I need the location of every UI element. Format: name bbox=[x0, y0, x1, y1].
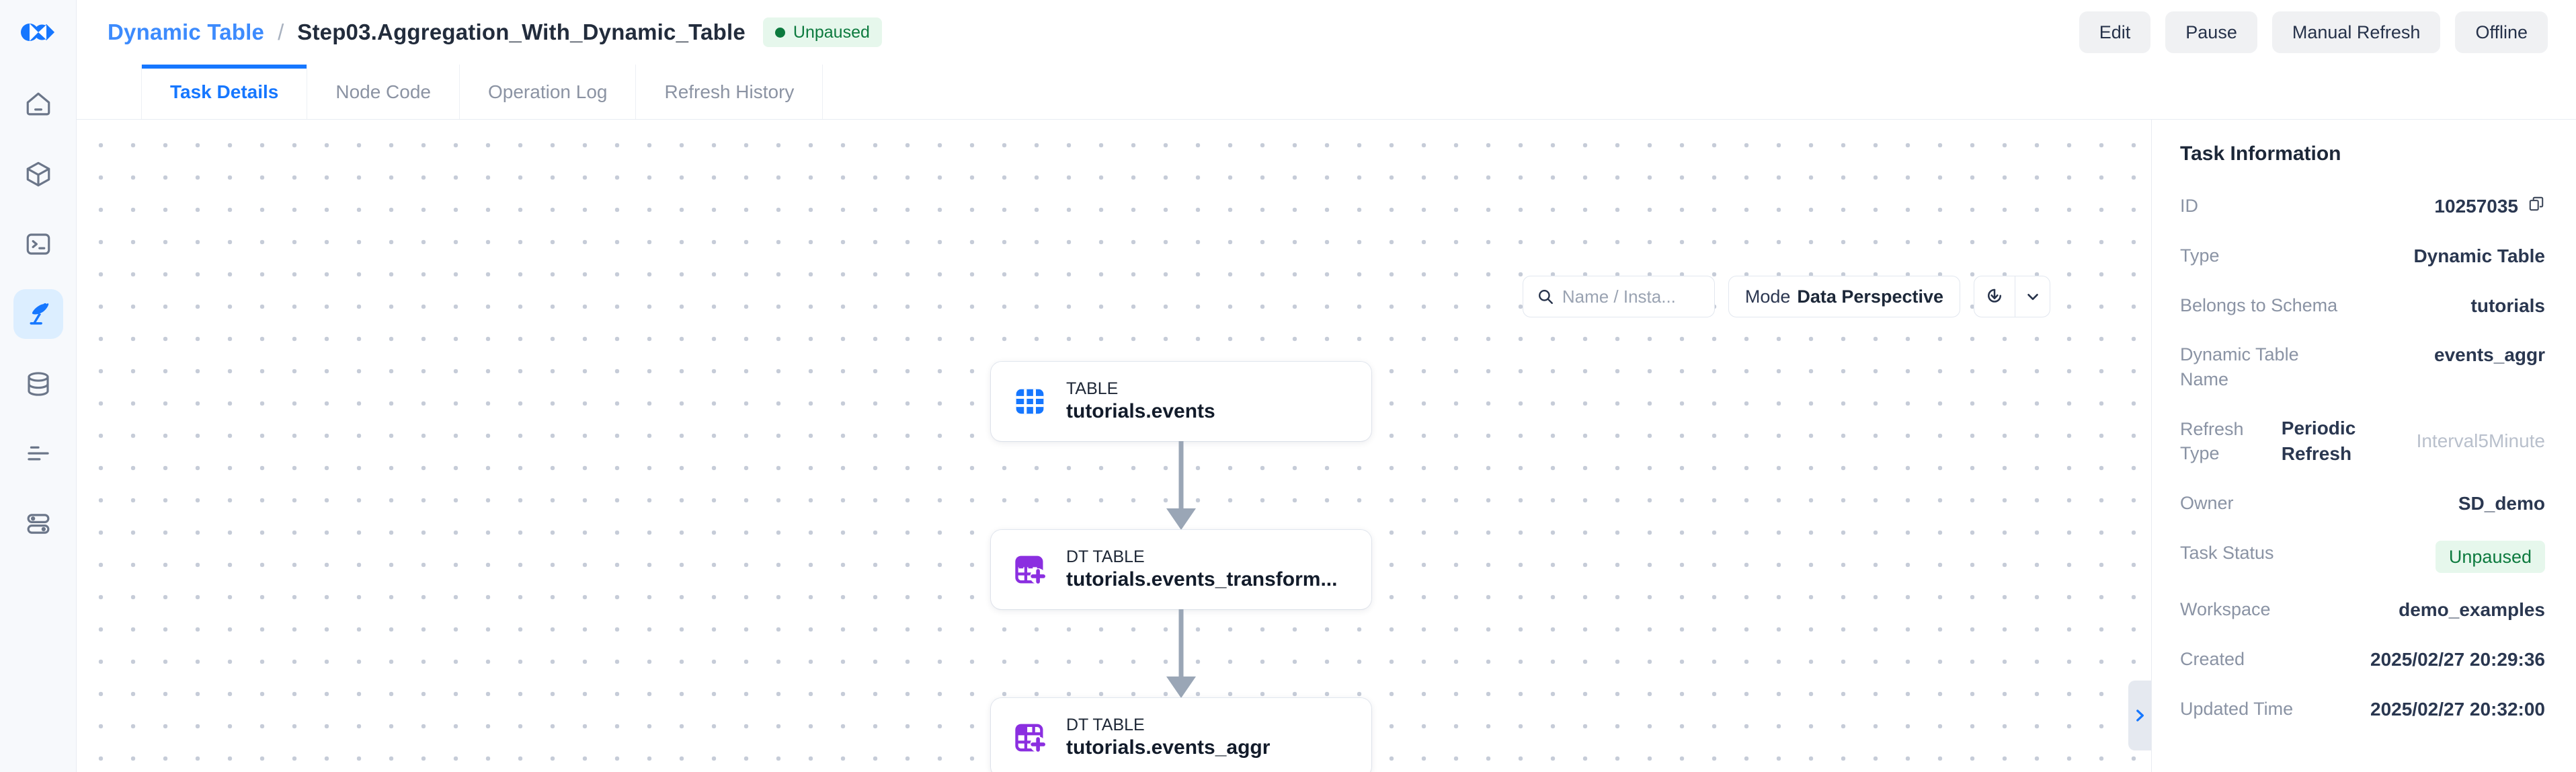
info-label: Created bbox=[2180, 648, 2245, 669]
search-icon bbox=[1538, 290, 1553, 304]
info-value-primary: Periodic Refresh bbox=[2281, 418, 2356, 465]
info-row-updated-time: Updated Time 2025/02/27 20:32:00 bbox=[2180, 697, 2545, 722]
info-row-created: Created 2025/02/27 20:29:36 bbox=[2180, 647, 2545, 672]
rotate-refresh-icon[interactable] bbox=[1974, 276, 2015, 317]
main-area: Dynamic Table / Step03.Aggregation_With_… bbox=[77, 0, 2576, 772]
graph-edge bbox=[991, 609, 1371, 698]
info-value: 2025/02/27 20:32:00 bbox=[2370, 698, 2545, 720]
graph-node-text: DT TABLE tutorials.events_aggr bbox=[1066, 716, 1270, 761]
info-value: events_aggr bbox=[2434, 344, 2545, 366]
info-label: ID bbox=[2180, 196, 2198, 216]
graph-node-title: tutorials.events bbox=[1066, 400, 1215, 423]
page-title: Step03.Aggregation_With_Dynamic_Table bbox=[297, 20, 746, 44]
breadcrumb-separator: / bbox=[278, 20, 284, 44]
refresh-button-group bbox=[1974, 276, 2050, 317]
info-label: Workspace bbox=[2180, 599, 2271, 620]
info-row-type: Type Dynamic Table bbox=[2180, 243, 2545, 269]
info-value: 10257035 bbox=[2434, 194, 2545, 219]
graph-edge bbox=[991, 441, 1371, 530]
sidebar-item-database[interactable] bbox=[13, 359, 63, 409]
lineage-canvas[interactable]: Mode Data Perspective bbox=[77, 120, 2151, 772]
sidebar-item-home[interactable] bbox=[13, 79, 63, 129]
info-value-text: 10257035 bbox=[2434, 196, 2518, 217]
info-value-secondary: Interval5Minute bbox=[2416, 430, 2545, 452]
search-box[interactable] bbox=[1522, 276, 1715, 317]
status-badge: Unpaused bbox=[762, 17, 882, 47]
graph-node-text: TABLE tutorials.events bbox=[1066, 379, 1215, 424]
graph-node-text: DT TABLE tutorials.events_transform... bbox=[1066, 547, 1337, 592]
app-logo[interactable] bbox=[0, 0, 77, 65]
panel-collapse-handle[interactable] bbox=[2128, 681, 2151, 750]
info-value: tutorials bbox=[2470, 295, 2545, 316]
tab-bar: Task Details Node Code Operation Log Ref… bbox=[77, 65, 2576, 120]
rail-item-list bbox=[13, 65, 63, 549]
graph-node-kind: DT TABLE bbox=[1066, 547, 1145, 566]
dynamic-table-plus-icon bbox=[1011, 719, 1049, 757]
graph-node-kind: DT TABLE bbox=[1066, 715, 1145, 734]
info-value: Dynamic Table bbox=[2413, 245, 2545, 266]
task-status-badge: Unpaused bbox=[2435, 540, 2545, 574]
graph-node[interactable]: DT TABLE tutorials.events_transform... bbox=[991, 530, 1371, 609]
info-row-workspace: Workspace demo_examples bbox=[2180, 597, 2545, 623]
graph-node[interactable]: TABLE tutorials.events bbox=[991, 362, 1371, 441]
info-label: Dynamic Table Name bbox=[2180, 344, 2299, 389]
breadcrumb-parent-link[interactable]: Dynamic Table bbox=[108, 20, 265, 44]
status-dot-icon bbox=[774, 27, 785, 38]
sidebar-item-terminal[interactable] bbox=[13, 219, 63, 269]
info-row-dynamic-table-name: Dynamic Table Name events_aggr bbox=[2180, 342, 2545, 391]
info-row-task-status: Task Status Unpaused bbox=[2180, 540, 2545, 574]
graph-node-title: tutorials.events_transform... bbox=[1066, 568, 1338, 591]
info-row-id: ID 10257035 bbox=[2180, 194, 2545, 219]
status-badge-label: Unpaused bbox=[793, 22, 870, 42]
graph-node-kind: TABLE bbox=[1066, 379, 1119, 398]
info-row-refresh-type: Refresh Type Periodic Refresh Interval5M… bbox=[2180, 416, 2545, 467]
info-label: Task Status bbox=[2180, 542, 2274, 563]
sidebar-item-servers[interactable] bbox=[13, 499, 63, 549]
offline-button[interactable]: Offline bbox=[2455, 11, 2548, 53]
graph-node[interactable]: DT TABLE tutorials.events_aggr bbox=[991, 698, 1371, 772]
manual-refresh-button[interactable]: Manual Refresh bbox=[2271, 11, 2441, 53]
content-body: Mode Data Perspective bbox=[77, 120, 2576, 772]
info-label: Type bbox=[2180, 245, 2220, 266]
info-value: Unpaused bbox=[2435, 540, 2545, 574]
task-information-panel: Task Information ID 10257035 bbox=[2151, 120, 2576, 772]
dynamic-table-plus-icon bbox=[1011, 551, 1049, 588]
mode-label: Mode bbox=[1744, 286, 1791, 307]
sidebar-item-logs[interactable] bbox=[13, 429, 63, 479]
info-row-schema: Belongs to Schema tutorials bbox=[2180, 293, 2545, 319]
copy-icon[interactable] bbox=[2528, 194, 2545, 219]
tab-operation-log[interactable]: Operation Log bbox=[460, 65, 637, 119]
pause-button[interactable]: Pause bbox=[2165, 11, 2257, 53]
info-label: Refresh Type bbox=[2180, 418, 2244, 464]
tab-refresh-history[interactable]: Refresh History bbox=[636, 65, 823, 119]
info-row-owner: Owner SD_demo bbox=[2180, 491, 2545, 516]
sidebar-item-dynamic-table[interactable] bbox=[13, 289, 63, 339]
mode-value: Data Perspective bbox=[1797, 286, 1943, 307]
mode-selector[interactable]: Mode Data Perspective bbox=[1728, 276, 1960, 317]
chevron-right-icon bbox=[2136, 709, 2144, 722]
panel-title: Task Information bbox=[2180, 143, 2341, 165]
tab-task-details[interactable]: Task Details bbox=[141, 65, 308, 119]
info-value: demo_examples bbox=[2399, 599, 2545, 621]
tab-node-code[interactable]: Node Code bbox=[307, 65, 460, 119]
info-label: Updated Time bbox=[2180, 698, 2294, 719]
chevron-down-icon[interactable] bbox=[2015, 276, 2050, 317]
table-grid-icon bbox=[1011, 383, 1049, 420]
header-action-group: Edit Pause Manual Refresh Offline bbox=[2079, 11, 2548, 53]
info-value: 2025/02/27 20:29:36 bbox=[2370, 648, 2545, 670]
graph-node-title: tutorials.events_aggr bbox=[1066, 736, 1271, 759]
page-header: Dynamic Table / Step03.Aggregation_With_… bbox=[77, 0, 2576, 65]
edit-button[interactable]: Edit bbox=[2079, 11, 2151, 53]
sidebar-item-packages[interactable] bbox=[13, 149, 63, 199]
left-nav-rail bbox=[0, 0, 77, 772]
info-label: Belongs to Schema bbox=[2180, 295, 2338, 315]
canvas-toolbar: Mode Data Perspective bbox=[1522, 276, 2050, 317]
info-value: SD_demo bbox=[2458, 492, 2545, 514]
search-input[interactable] bbox=[1562, 286, 1701, 307]
lineage-graph: TABLE tutorials.events bbox=[991, 362, 1371, 772]
info-label: Owner bbox=[2180, 492, 2234, 513]
